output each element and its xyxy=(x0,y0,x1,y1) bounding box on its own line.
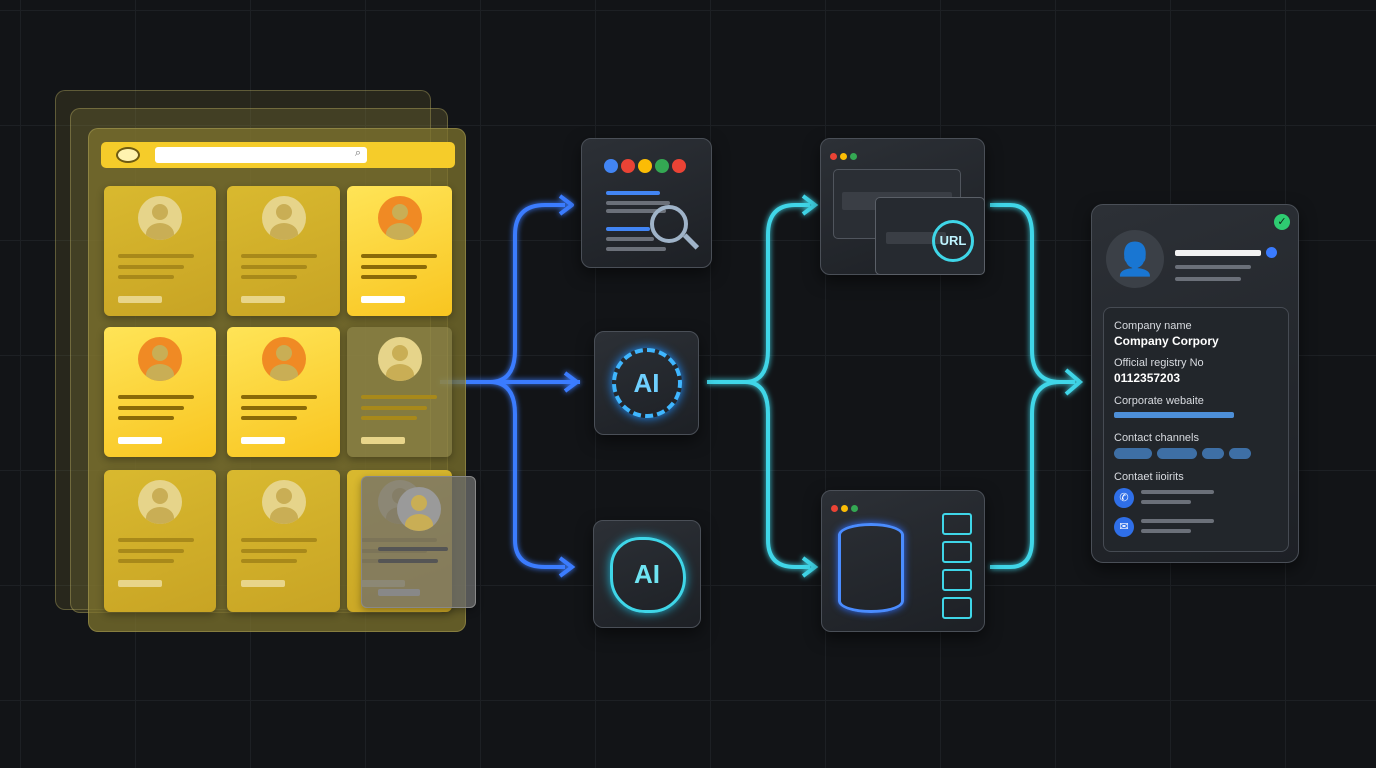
company-profile-card: ✓ 👤 Company name Company Corpory Officia… xyxy=(1091,204,1299,563)
url-search-icon: URL xyxy=(932,220,974,262)
ai-gear-node: AI xyxy=(594,331,699,435)
web-search-node xyxy=(581,138,712,268)
profile-card[interactable] xyxy=(347,327,452,457)
check-icon: ✓ xyxy=(1274,214,1290,230)
company-name-value: Company Corpory xyxy=(1114,334,1219,348)
ai-blob-icon xyxy=(610,537,686,613)
phone-icon: ✆ xyxy=(1114,488,1134,508)
profile-card[interactable] xyxy=(104,186,216,316)
browser-window: URL xyxy=(875,197,985,275)
registry-number-value: 0112357203 xyxy=(1114,371,1181,385)
gear-icon xyxy=(612,348,682,418)
avatar xyxy=(377,196,422,240)
record-list xyxy=(942,513,972,623)
avatar xyxy=(377,337,422,381)
url-lookup-node: URL xyxy=(820,138,985,275)
verified-icon xyxy=(1266,247,1277,258)
avatar xyxy=(138,480,182,524)
search-icon[interactable]: ⌕ xyxy=(354,147,361,159)
brand-logo xyxy=(116,147,140,163)
ai-blob-node: AI xyxy=(593,520,701,628)
field-label: Contact channels xyxy=(1114,432,1199,444)
field-label: Contaet iioirits xyxy=(1114,471,1184,483)
ai-label: AI xyxy=(633,368,660,398)
avatar xyxy=(261,480,306,524)
profile-card-dragged[interactable] xyxy=(361,476,476,608)
database-node xyxy=(821,490,985,632)
avatar xyxy=(138,337,182,381)
field-label: Company name xyxy=(1114,320,1192,332)
profile-card[interactable] xyxy=(104,470,216,612)
profile-card[interactable] xyxy=(227,470,340,612)
profile-card[interactable] xyxy=(227,186,340,316)
ai-label: AI xyxy=(634,559,660,589)
avatar xyxy=(396,487,441,531)
website-value-bar xyxy=(1114,412,1234,418)
profile-card[interactable] xyxy=(104,327,216,457)
avatar xyxy=(261,196,306,240)
cyan-arrows xyxy=(707,194,1084,578)
magnifier-icon xyxy=(650,205,688,243)
avatar xyxy=(138,196,182,240)
field-label: Official registry No xyxy=(1114,357,1204,369)
search-input[interactable]: ⌕ xyxy=(155,147,367,163)
user-icon: 👤 xyxy=(1106,230,1164,288)
database-icon xyxy=(838,523,904,613)
avatar xyxy=(261,337,306,381)
contact-channel-chips xyxy=(1114,448,1251,459)
company-details: Company name Company Corpory Official re… xyxy=(1103,307,1289,552)
field-label: Corporate webaite xyxy=(1114,395,1204,407)
directory-header: ⌕ xyxy=(101,142,455,168)
profile-card[interactable] xyxy=(227,327,340,457)
profile-card[interactable] xyxy=(347,186,452,316)
mail-icon: ✉ xyxy=(1114,517,1134,537)
